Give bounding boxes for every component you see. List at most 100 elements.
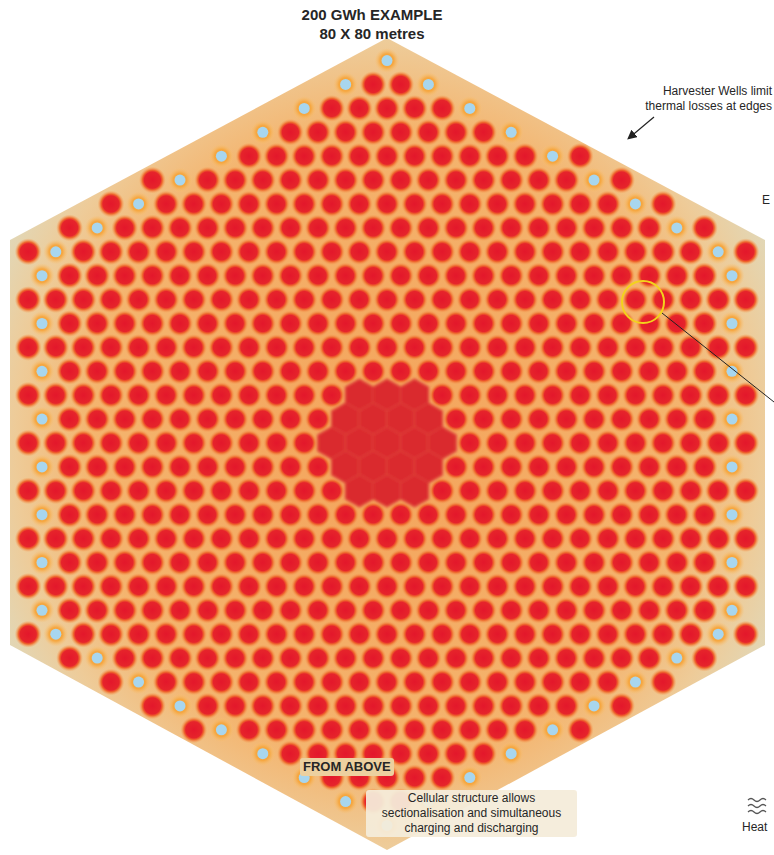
storage-cell — [594, 238, 621, 265]
well-halo — [30, 502, 55, 527]
storage-cell — [346, 334, 373, 361]
storage-cell — [291, 286, 318, 313]
storage-cell — [539, 382, 566, 409]
storage-cell — [236, 525, 263, 552]
storage-cell — [125, 621, 152, 648]
storage-cell — [443, 597, 470, 624]
storage-cell — [249, 406, 276, 433]
storage-cell — [636, 358, 663, 385]
storage-cell — [98, 238, 125, 265]
well-halo — [43, 622, 68, 647]
storage-cell — [498, 453, 525, 480]
well-halo — [30, 407, 55, 432]
storage-cell — [236, 573, 263, 600]
storage-cell — [167, 406, 194, 433]
storage-cell — [470, 310, 497, 337]
storage-cell — [415, 358, 442, 385]
storage-cell — [180, 334, 207, 361]
harvester-well — [257, 748, 268, 759]
storage-cell — [470, 549, 497, 576]
storage-cell — [56, 549, 83, 576]
storage-cell — [732, 382, 759, 409]
storage-cell — [484, 334, 511, 361]
harvester-well — [727, 270, 738, 281]
well-halo — [457, 96, 482, 121]
storage-cell — [346, 716, 373, 743]
storage-cell — [15, 621, 42, 648]
well-halo — [333, 789, 358, 814]
storage-cell — [553, 406, 580, 433]
storage-cell — [732, 286, 759, 313]
storage-cell — [401, 716, 428, 743]
storage-cell — [346, 143, 373, 170]
storage-cell — [222, 597, 249, 624]
storage-cell — [484, 286, 511, 313]
storage-cell — [415, 119, 442, 146]
storage-cell — [567, 669, 594, 696]
storage-cell — [691, 262, 718, 289]
storage-cell — [98, 621, 125, 648]
storage-cell — [360, 692, 387, 719]
storage-cell — [663, 597, 690, 624]
storage-cell — [415, 692, 442, 719]
storage-cell — [305, 358, 332, 385]
storage-cell — [305, 549, 332, 576]
harvester-well — [727, 557, 738, 568]
callout-note: Harvester Wells limit thermal losses at … — [622, 84, 772, 114]
storage-cell — [677, 238, 704, 265]
storage-cell — [70, 286, 97, 313]
storage-cell — [111, 549, 138, 576]
storage-cell — [180, 525, 207, 552]
storage-cell — [222, 262, 249, 289]
storage-cell — [456, 621, 483, 648]
storage-cell — [387, 167, 414, 194]
storage-cell — [222, 692, 249, 719]
storage-cell — [167, 549, 194, 576]
storage-cell — [429, 143, 456, 170]
storage-cell — [443, 167, 470, 194]
storage-cell — [70, 525, 97, 552]
storage-cell — [456, 525, 483, 552]
core-cluster — [318, 379, 457, 507]
storage-cell — [374, 334, 401, 361]
harvester-well — [37, 366, 48, 377]
storage-cell — [456, 669, 483, 696]
storage-cell — [125, 477, 152, 504]
storage-cell — [374, 95, 401, 122]
storage-cell — [332, 549, 359, 576]
storage-cell — [732, 430, 759, 457]
storage-cell — [512, 525, 539, 552]
storage-cell — [139, 214, 166, 241]
cropped-label: E — [762, 193, 772, 208]
storage-cell — [346, 669, 373, 696]
storage-cell — [705, 525, 732, 552]
storage-cell — [42, 573, 69, 600]
storage-cell — [70, 382, 97, 409]
heat-symbol — [748, 799, 766, 814]
storage-cell — [277, 645, 304, 672]
storage-cell — [622, 382, 649, 409]
well-halo — [582, 168, 607, 193]
storage-cell — [84, 358, 111, 385]
well-halo — [30, 550, 55, 575]
storage-cell — [263, 430, 290, 457]
storage-cell — [498, 310, 525, 337]
storage-cell — [305, 597, 332, 624]
storage-cell — [236, 382, 263, 409]
storage-cell — [512, 286, 539, 313]
storage-cell — [56, 262, 83, 289]
storage-cell — [484, 143, 511, 170]
storage-cell — [443, 406, 470, 433]
storage-cell — [732, 334, 759, 361]
well-halo — [582, 693, 607, 718]
storage-cell — [387, 358, 414, 385]
storage-cell — [153, 621, 180, 648]
well-halo — [720, 598, 745, 623]
harvester-well — [671, 222, 682, 233]
storage-cell — [498, 406, 525, 433]
storage-cell — [484, 238, 511, 265]
storage-cell — [84, 597, 111, 624]
storage-cell — [525, 358, 552, 385]
storage-cell — [691, 406, 718, 433]
